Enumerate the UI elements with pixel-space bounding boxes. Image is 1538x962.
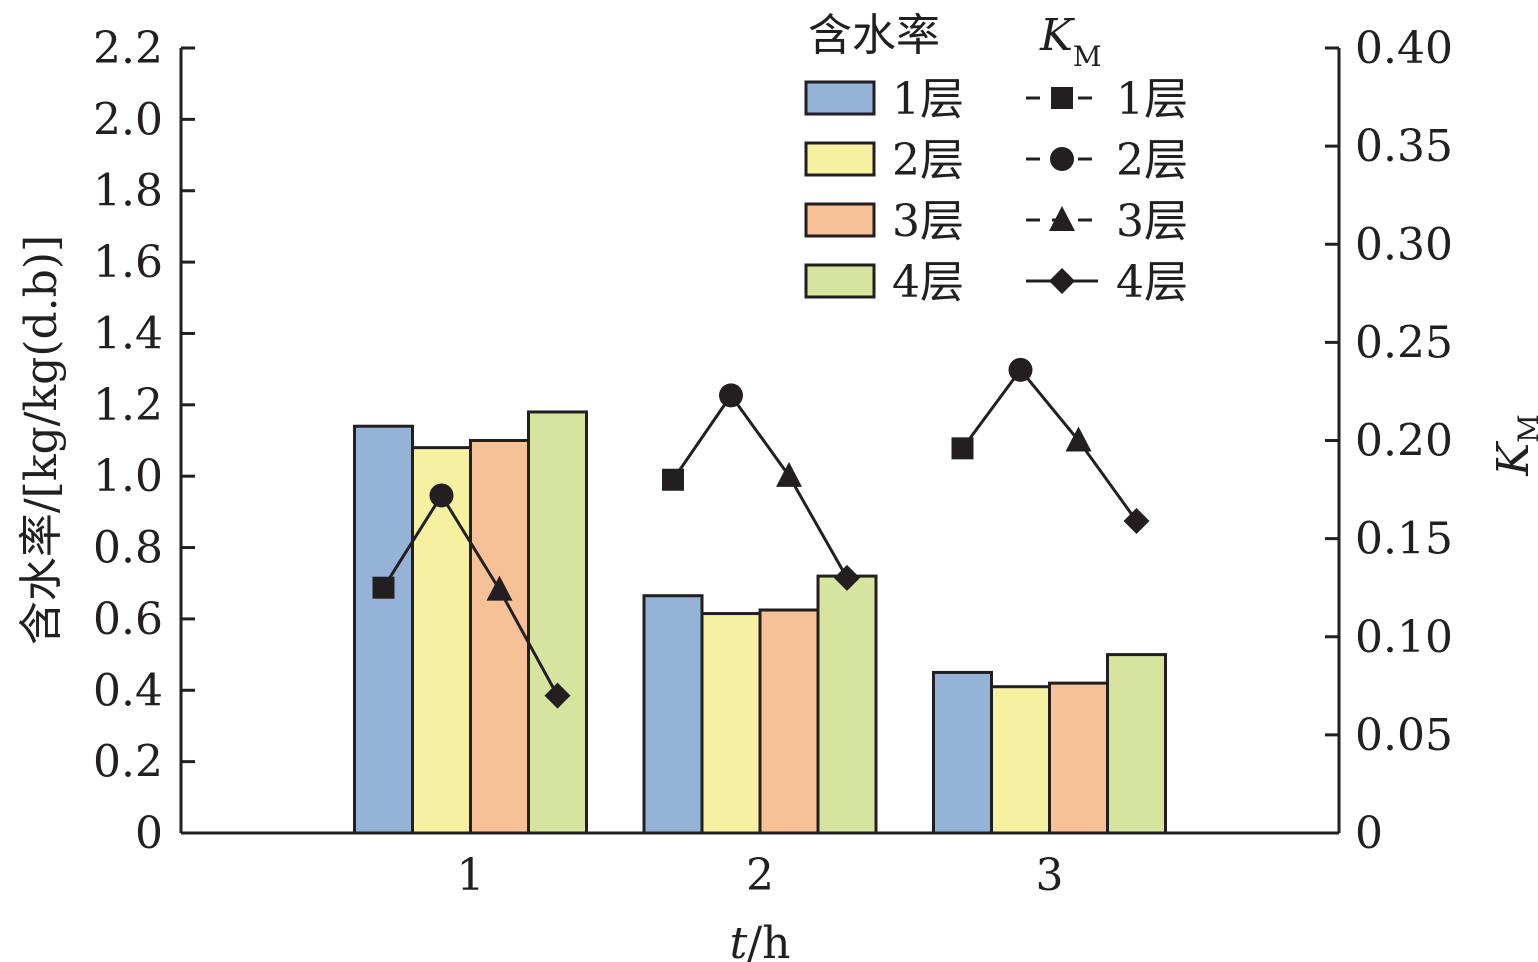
km-marker-triangle-t2 xyxy=(776,461,802,487)
bar-4层-3 xyxy=(1106,653,1167,835)
bar-4层-2 xyxy=(816,574,878,835)
bars-layer xyxy=(353,410,1167,835)
bar-3层-3 xyxy=(1048,681,1109,835)
right-y-axis-title: KM xyxy=(1488,414,1538,477)
bar-2层-3 xyxy=(990,685,1051,835)
km-marker-square-t1 xyxy=(372,576,395,599)
legend-marker-diamond xyxy=(1049,268,1075,294)
legend-label-line: 1层 xyxy=(1116,74,1188,125)
bar-2层-1 xyxy=(411,446,472,835)
right-tick-label: 0.10 xyxy=(1355,612,1453,663)
x-tick-label: 2 xyxy=(746,850,774,901)
legend-marker-square xyxy=(1051,87,1073,109)
right-tick-label: 0 xyxy=(1355,808,1383,859)
legend-label-line: 4层 xyxy=(1116,257,1188,308)
km-marker-triangle-t3 xyxy=(1065,426,1092,452)
right-y-ticks: 0 0.05 0.10 0.15 0.20 0.25 0.30 0.35 0.40 xyxy=(1325,23,1453,859)
right-tick-label: 0.25 xyxy=(1355,317,1453,368)
legend-label-bar: 2层 xyxy=(892,135,964,186)
x-axis-title: t/h xyxy=(730,918,791,962)
left-tick-label: 0.6 xyxy=(93,594,163,645)
legend-label-bar: 1层 xyxy=(892,74,964,125)
right-tick-label: 0.05 xyxy=(1355,710,1453,761)
bar-4层-1 xyxy=(527,410,588,835)
x-tick-label: 1 xyxy=(457,850,485,901)
x-tick-label: 3 xyxy=(1036,850,1064,901)
legend-swatch-1层 xyxy=(804,80,876,116)
km-line-t3 xyxy=(961,367,1138,522)
legend-marker-circle xyxy=(1050,147,1074,171)
left-tick-label: 1.0 xyxy=(93,451,163,502)
left-tick-label: 1.6 xyxy=(93,237,163,288)
legend-label-bar: 4层 xyxy=(892,257,964,308)
km-marker-square-t2 xyxy=(662,468,684,491)
legend-label-bar: 3层 xyxy=(892,196,964,247)
legend-header-bars: 含水率 xyxy=(808,10,940,61)
right-tick-label: 0.35 xyxy=(1355,121,1453,172)
bar-3层-2 xyxy=(758,608,820,835)
km-marker-diamond-t2 xyxy=(834,564,860,591)
legend-marker-triangle xyxy=(1049,206,1075,231)
bar-1层-2 xyxy=(642,594,704,835)
legend-swatch-4层 xyxy=(804,263,876,299)
bar-1层-3 xyxy=(932,670,993,835)
legend-label-line: 2层 xyxy=(1116,135,1188,186)
km-marker-square-t3 xyxy=(951,437,974,460)
legend-label-line: 3层 xyxy=(1116,196,1188,247)
km-marker-circle-t3 xyxy=(1008,357,1033,382)
right-tick-label: 0.15 xyxy=(1355,514,1453,565)
bar-2层-2 xyxy=(700,612,762,835)
bar-3层-1 xyxy=(469,439,530,835)
bar-1层-1 xyxy=(353,424,414,835)
km-marker-circle-t2 xyxy=(719,383,743,408)
left-tick-label: 2.0 xyxy=(93,94,163,145)
km-marker-triangle-t1 xyxy=(486,575,513,601)
left-tick-label: 1.4 xyxy=(93,308,163,359)
km-line-t2 xyxy=(671,392,849,579)
km-lines-layer xyxy=(372,357,1150,709)
left-tick-label: 0.8 xyxy=(93,523,163,574)
left-tick-label: 0.4 xyxy=(93,665,163,716)
right-tick-label: 0.20 xyxy=(1355,416,1453,467)
x-tick-labels: 1 2 3 xyxy=(457,850,1064,901)
legend-swatch-2层 xyxy=(804,141,876,177)
right-tick-label: 0.30 xyxy=(1355,219,1453,270)
left-tick-label: 1.2 xyxy=(93,380,163,431)
left-y-axis-title: 含水率/[kg/kg(d.b)] xyxy=(16,235,67,645)
legend-header-lines: KM xyxy=(1039,10,1102,73)
left-tick-label: 0.2 xyxy=(93,737,163,788)
legend: 含水率 KM 1层 2层 3层 4层 1层 2层 3层 4层 xyxy=(804,10,1188,308)
left-tick-label: 0 xyxy=(135,808,163,859)
left-tick-label: 1.8 xyxy=(93,166,163,217)
right-tick-label: 0.40 xyxy=(1355,23,1453,74)
km-marker-circle-t1 xyxy=(429,483,454,508)
left-tick-label: 2.2 xyxy=(93,23,163,74)
left-y-ticks: 0 0.2 0.4 0.6 0.8 1.0 1.2 1.4 1.6 1.8 2.0 2.2 xyxy=(93,23,195,859)
legend-swatch-3层 xyxy=(804,202,876,238)
km-marker-diamond-t3 xyxy=(1123,507,1150,534)
km-marker-diamond-t1 xyxy=(544,682,571,709)
km-line-t1 xyxy=(382,492,559,697)
